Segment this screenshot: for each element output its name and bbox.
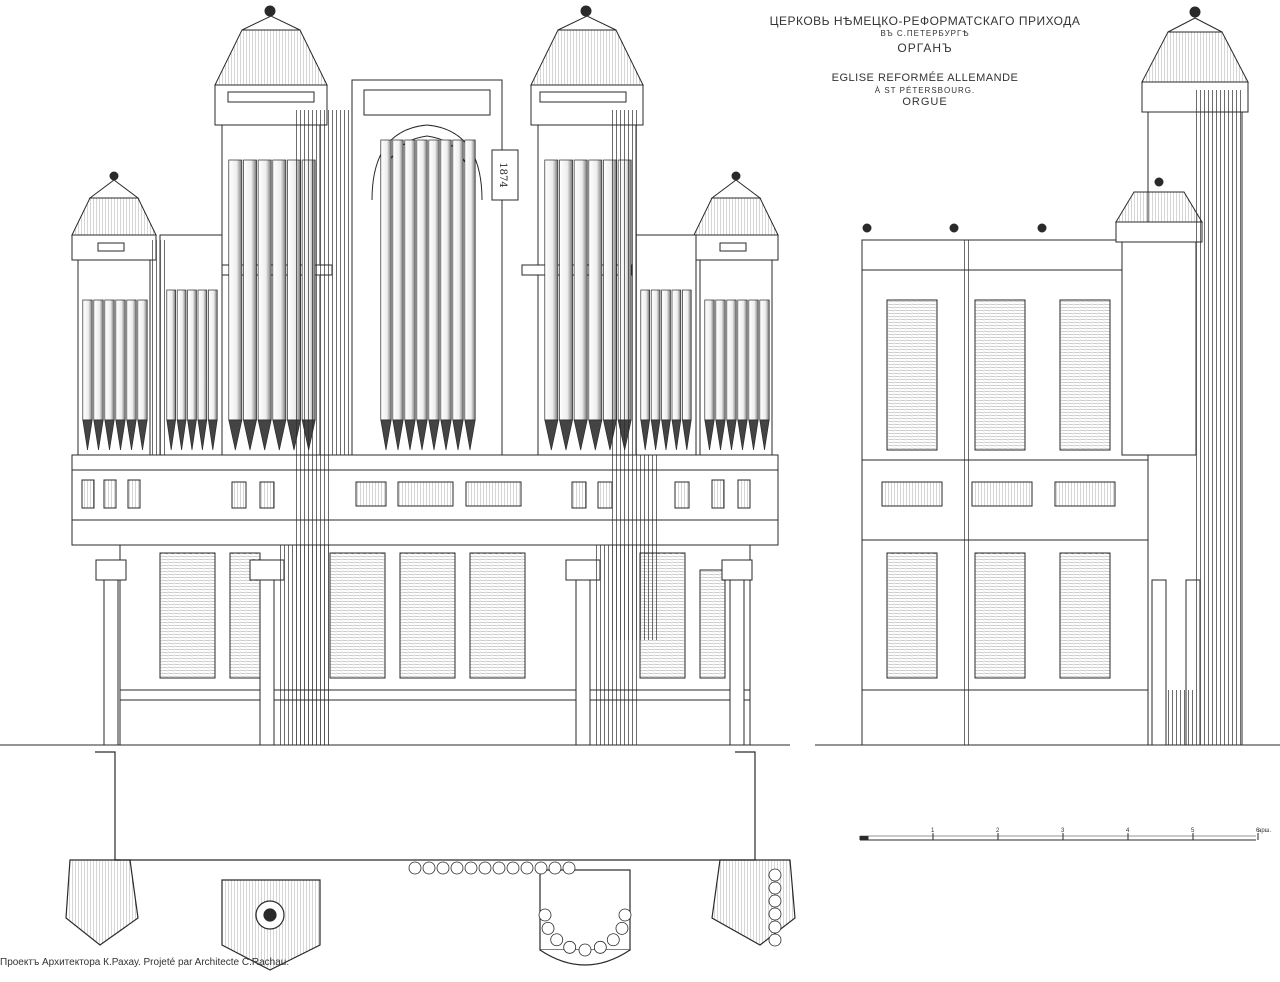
scale-tick-label: 4 bbox=[1126, 828, 1130, 834]
side-balustrade bbox=[881, 481, 1116, 507]
title-ru-line3: ОРГАНЪ bbox=[897, 41, 953, 55]
scale-tick-label: 1 bbox=[931, 828, 935, 834]
scale-bar bbox=[859, 833, 1259, 841]
scale-unit-label: арш. bbox=[1258, 828, 1272, 834]
balustrade-openings bbox=[81, 479, 751, 509]
scale-tick-label: 5 bbox=[1191, 828, 1195, 834]
date-cartouche-text: 1874 bbox=[497, 162, 508, 187]
side-lower-panels bbox=[886, 552, 1111, 679]
front-shadows bbox=[150, 110, 660, 745]
title-fr-line3: ORGUE bbox=[902, 95, 948, 108]
architect-credit: Проектъ Архитектора К.Рахау. Projeté par… bbox=[0, 957, 290, 968]
title-block: ЦЕРКОВЬ НѢМЕЦКО-РЕФОРМАТСКАГО ПРИХОДА ВЪ… bbox=[760, 14, 1090, 110]
plan-pipe-circles bbox=[408, 861, 782, 957]
floor-plan bbox=[65, 751, 796, 971]
lower-panels bbox=[159, 552, 726, 679]
scale-tick-label: 2 bbox=[996, 828, 1000, 834]
title-fr-line1: EGLISE REFORMÉE ALLEMANDE bbox=[831, 72, 1019, 84]
side-elevation bbox=[861, 6, 1249, 746]
title-ru-line1: ЦЕРКОВЬ НѢМЕЦКО-РЕФОРМАТСКАГО ПРИХОДА bbox=[769, 14, 1081, 28]
title-ru-line2: ВЪ С.ПЕТЕРБУРГѢ bbox=[880, 29, 970, 38]
columns bbox=[95, 559, 753, 746]
scale-tick-label: 3 bbox=[1061, 828, 1065, 834]
side-upper-panels bbox=[886, 299, 1111, 451]
side-shadows bbox=[962, 90, 1242, 745]
scale-tick-label: 6 bbox=[1256, 828, 1260, 834]
date-cartouche: 1874 bbox=[491, 149, 519, 201]
title-fr-line2: À ST PÉTERSBOURG. bbox=[874, 85, 976, 95]
side-small-tower bbox=[1115, 177, 1203, 456]
